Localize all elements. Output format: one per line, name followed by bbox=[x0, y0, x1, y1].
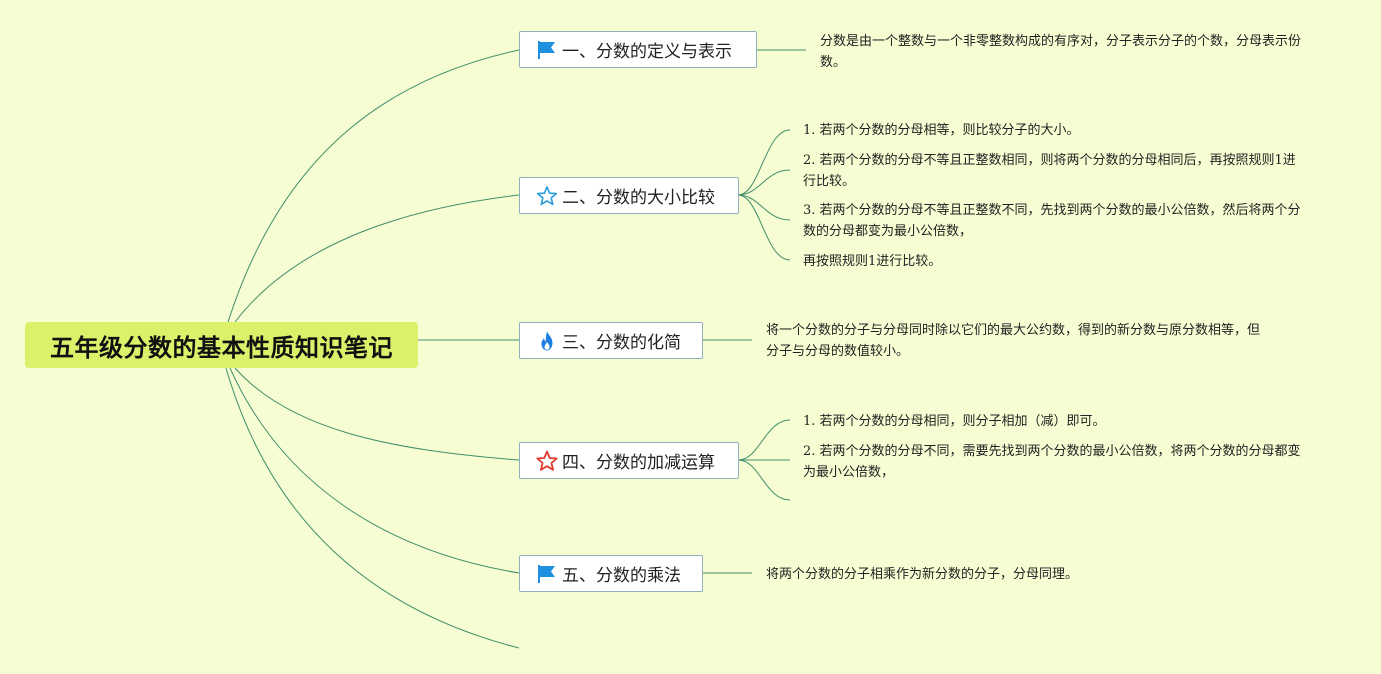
note-addsub-2: 2. 若两个分数的分母不同，需要先找到两个分数的最小公倍数，将两个分数的分母都变… bbox=[803, 444, 1301, 480]
connector-root-topic-5 bbox=[229, 367, 520, 574]
connector-topic-2-note-4 bbox=[737, 194, 791, 261]
connector-root-topic-1 bbox=[227, 49, 520, 323]
connector-topic-2-note-2 bbox=[737, 169, 791, 196]
connector-topic-4-note-1 bbox=[737, 419, 791, 461]
topic-addition-subtraction[interactable]: 四、分数的加减运算 bbox=[519, 442, 739, 479]
topic-label: 四、分数的加减运算 bbox=[562, 453, 715, 473]
topic-multiplication[interactable]: 五、分数的乘法 bbox=[519, 555, 703, 592]
note-comparison-3: 3. 若两个分数的分母不等且正整数不同，先找到两个分数的最小公倍数，然后将两个分… bbox=[803, 203, 1301, 239]
connector-root-topic-4 bbox=[234, 367, 520, 461]
note-addsub-1: 1. 若两个分数的分母相同，则分子相加（减）即可。 bbox=[803, 414, 1106, 429]
topic-label: 三、分数的化简 bbox=[562, 333, 681, 353]
connector-topic-4-note-3 bbox=[737, 459, 791, 501]
flag-icon bbox=[536, 39, 558, 61]
topic-label: 二、分数的大小比较 bbox=[562, 188, 715, 208]
note-definition: 分数是由一个整数与一个非零整数构成的有序对，分子表示分子的个数，分母表示份数。 bbox=[820, 34, 1302, 70]
star-red-icon bbox=[536, 450, 558, 472]
connector-topic-2-note-3 bbox=[737, 194, 791, 221]
flame-icon bbox=[536, 330, 558, 352]
topic-definition[interactable]: 一、分数的定义与表示 bbox=[519, 31, 757, 68]
connector-root-extra bbox=[225, 367, 520, 649]
topic-label: 一、分数的定义与表示 bbox=[562, 42, 732, 62]
topic-simplification[interactable]: 三、分数的化简 bbox=[519, 322, 703, 359]
topic-comparison[interactable]: 二、分数的大小比较 bbox=[519, 177, 739, 214]
root-topic[interactable]: 五年级分数的基本性质知识笔记 bbox=[25, 322, 418, 368]
connector-root-topic-2 bbox=[234, 194, 520, 323]
flag-icon bbox=[536, 563, 558, 585]
connector-topic-2-note-1 bbox=[737, 129, 791, 196]
note-multiplication: 将两个分数的分子相乘作为新分数的分子，分母同理。 bbox=[766, 567, 1079, 582]
note-simplification: 将一个分数的分子与分母同时除以它们的最大公约数，得到的新分数与原分数相等，但分子… bbox=[766, 323, 1261, 359]
note-comparison-4: 再按照规则1进行比较。 bbox=[803, 254, 942, 269]
note-comparison-1: 1. 若两个分数的分母相等，则比较分子的大小。 bbox=[803, 123, 1080, 138]
topic-label: 五、分数的乘法 bbox=[562, 566, 681, 586]
note-comparison-2: 2. 若两个分数的分母不等且正整数相同，则将两个分数的分母相同后，再按照规则1进… bbox=[803, 153, 1296, 189]
star-outline-icon bbox=[536, 185, 558, 207]
